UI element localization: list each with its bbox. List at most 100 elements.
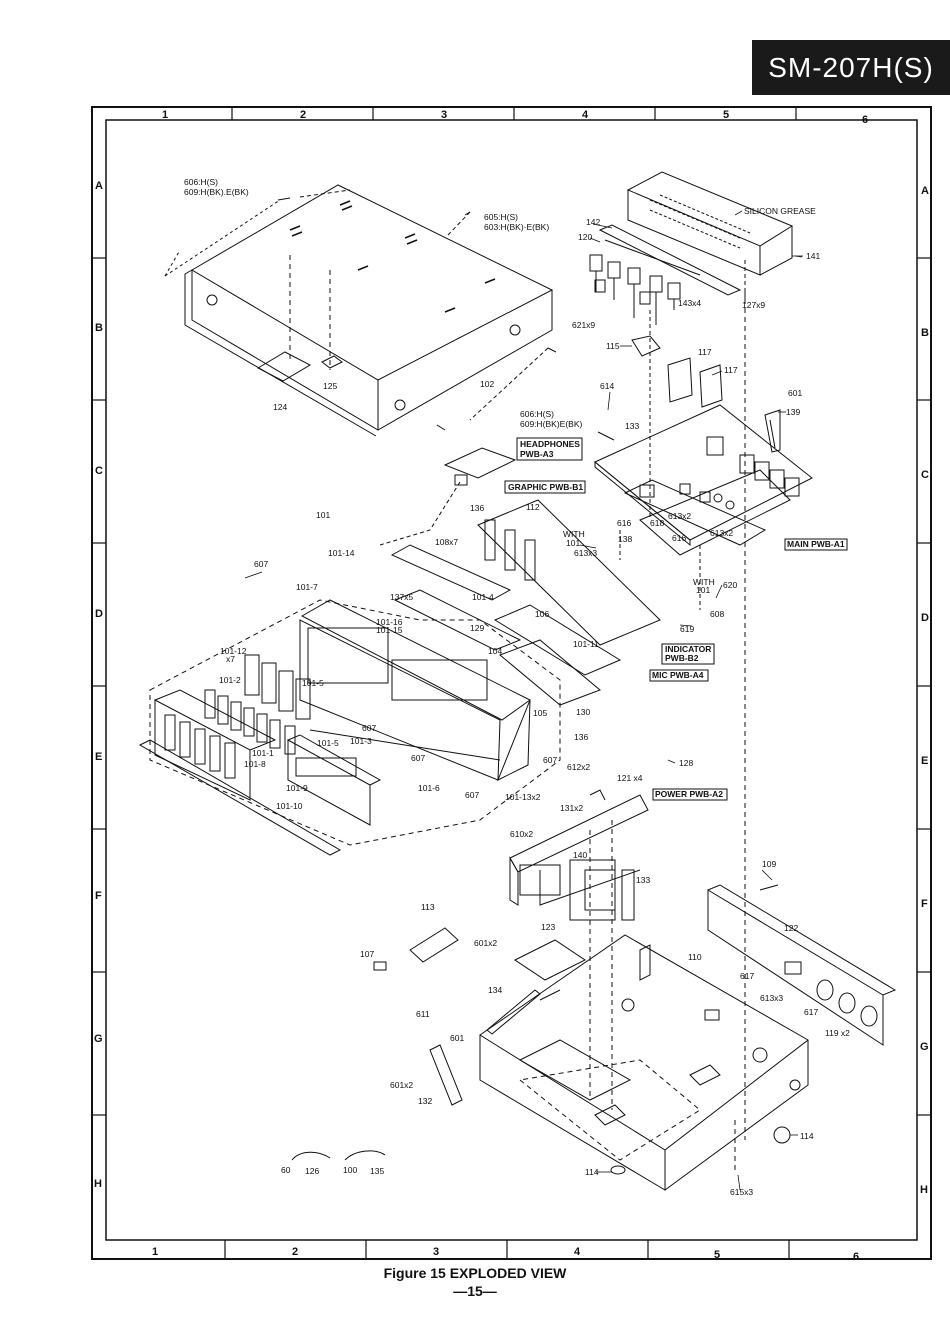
label: 603:H(BK)·E(BK)	[484, 222, 549, 232]
label: 101-5	[317, 738, 339, 748]
label: 613x2	[710, 528, 733, 538]
label: 607	[362, 723, 376, 733]
row-label: E	[95, 751, 102, 763]
label: 614	[600, 381, 614, 391]
col-label: 5	[714, 1249, 720, 1261]
label: 612x2	[567, 762, 590, 772]
label: 601	[788, 388, 802, 398]
col-label: 2	[300, 109, 306, 121]
label: 101-15	[376, 625, 403, 635]
label: 124	[273, 402, 287, 412]
row-label: B	[95, 322, 103, 334]
label: 135	[370, 1166, 384, 1176]
headphones-box	[516, 437, 583, 461]
label: 101	[316, 510, 330, 520]
label: 140	[573, 850, 587, 860]
label: 107	[360, 949, 374, 959]
label: 610x2	[510, 829, 533, 839]
row-label: D	[921, 612, 929, 624]
label: 607	[411, 753, 425, 763]
graphic-pwb	[477, 499, 661, 646]
label: 101-9	[286, 783, 308, 793]
label: 606:H(S)	[520, 409, 554, 419]
label: 100	[343, 1165, 357, 1175]
label: 132	[418, 1096, 432, 1106]
label: 101-11	[573, 639, 599, 649]
label: 101-2	[219, 675, 241, 685]
label: 102	[480, 379, 494, 389]
label: 101-5	[302, 678, 324, 688]
label: 607	[465, 790, 479, 800]
col-label: 3	[441, 109, 447, 121]
label: 613x2	[668, 511, 691, 521]
label: 613x3	[760, 993, 783, 1003]
row-label: F	[921, 898, 928, 910]
col-label: 6	[862, 114, 868, 126]
label: 101-6	[418, 783, 440, 793]
top-cabinet	[184, 184, 554, 437]
label: 112	[526, 502, 540, 512]
label: 119 x2	[825, 1028, 850, 1038]
label: 615x3	[730, 1187, 753, 1197]
label: 101-4	[472, 592, 494, 602]
slider-knobs	[204, 654, 311, 755]
label: 123	[541, 922, 555, 932]
label: 621x9	[572, 320, 595, 330]
cabinet-screws	[164, 189, 557, 431]
part-134	[486, 989, 541, 1035]
label: 141	[806, 251, 820, 261]
label: 101-7	[296, 582, 318, 592]
label: 101	[566, 538, 580, 548]
label: 125	[323, 381, 337, 391]
label: 607	[254, 559, 268, 569]
power-pwb	[509, 794, 649, 921]
col-label: 6	[853, 1251, 859, 1263]
cable-126	[291, 1151, 331, 1161]
parts-drawing	[138, 171, 897, 1191]
label: HEADPHONES	[520, 439, 580, 449]
part-117b	[699, 364, 723, 408]
grid-labels: 1 2 3 4 5 6 1 2 3 4 5 6 A B C D E F G H …	[94, 109, 929, 1263]
part-113	[409, 927, 459, 963]
label: 136	[574, 732, 588, 742]
label: SILICON GREASE	[744, 206, 816, 216]
label: 130	[576, 707, 590, 717]
label: 607	[543, 755, 557, 765]
page-number: —15—	[453, 1283, 497, 1299]
label: 609:H(BK).E(BK)	[184, 187, 249, 197]
col-label: 5	[723, 109, 729, 121]
row-label: C	[921, 469, 929, 481]
label: 619	[680, 624, 694, 634]
label: MAIN PWB-A1	[787, 539, 845, 549]
row-label: B	[921, 327, 929, 339]
label: 601x2	[390, 1080, 413, 1090]
part-115	[631, 335, 661, 357]
label: 128	[679, 758, 693, 768]
cable-135	[344, 1150, 386, 1161]
col-label: 3	[433, 1246, 439, 1258]
label: 605:H(S)	[484, 212, 518, 222]
label: 606:H(S)	[184, 177, 218, 187]
label: 617	[740, 971, 754, 981]
label: 101-10	[276, 801, 303, 811]
label: 133	[636, 875, 650, 885]
row-label: C	[95, 465, 103, 477]
label: 117	[724, 365, 738, 375]
label: 105	[533, 708, 547, 718]
label: 133	[625, 421, 639, 431]
power-pwb-box	[652, 788, 728, 801]
label: 620	[723, 580, 737, 590]
label: 137x5	[390, 592, 413, 602]
main-pwb	[594, 404, 813, 556]
label: 101-12	[220, 646, 247, 656]
headphones-pwb	[443, 447, 517, 479]
leader-lines	[244, 210, 803, 1191]
row-label: A	[95, 180, 103, 192]
label: 101-1	[252, 748, 274, 758]
label: 138	[618, 534, 632, 544]
part-123	[514, 939, 586, 981]
label: 60	[281, 1165, 291, 1175]
label: 136	[470, 503, 484, 513]
graphic-box	[504, 480, 586, 494]
label: PWB-A3	[520, 449, 554, 459]
